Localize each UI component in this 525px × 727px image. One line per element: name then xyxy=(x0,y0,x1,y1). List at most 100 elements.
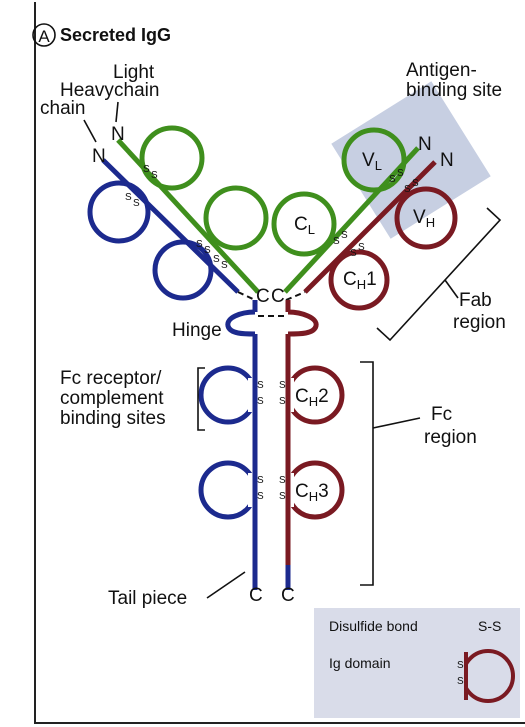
svg-text:S: S xyxy=(257,475,264,486)
svg-text:S: S xyxy=(279,396,286,407)
fab-pointer xyxy=(444,279,459,299)
svg-text:Fab: Fab xyxy=(459,290,492,311)
ch1-label: CH1 xyxy=(343,269,377,292)
right-cl-loop xyxy=(271,191,337,257)
hinge-label: Hinge xyxy=(172,320,222,341)
vl-label: VL xyxy=(362,150,382,173)
left-light-chain xyxy=(116,138,260,294)
svg-text:S: S xyxy=(257,380,264,391)
heavy-chain-pointer xyxy=(83,119,97,143)
svg-text:chain: chain xyxy=(40,98,85,119)
svg-text:S: S xyxy=(412,178,419,189)
svg-text:CH2: CH2 xyxy=(295,386,329,409)
svg-text:S: S xyxy=(279,475,286,486)
legend-ig-domain-label: Ig domain xyxy=(329,655,390,671)
left-ch1-loop xyxy=(152,239,214,301)
svg-text:region: region xyxy=(453,312,506,333)
hinge-loop-right xyxy=(287,309,319,337)
panel-title: Secreted IgG xyxy=(60,25,171,45)
svg-text:Fc receptor/: Fc receptor/ xyxy=(60,368,162,389)
svg-text:S: S xyxy=(196,239,203,250)
svg-text:S: S xyxy=(389,174,396,185)
svg-text:VL: VL xyxy=(362,150,382,173)
ch2-label: CH2 xyxy=(295,386,329,409)
svg-text:S: S xyxy=(143,164,150,175)
left-cl-loop xyxy=(203,185,269,251)
svg-text:complement: complement xyxy=(60,388,164,409)
left-vh-loop xyxy=(87,180,151,244)
svg-text:S: S xyxy=(341,230,348,241)
svg-text:S: S xyxy=(350,248,357,259)
cl-label: CL xyxy=(294,214,315,237)
svg-text:binding sites: binding sites xyxy=(60,408,166,429)
left-ch2-loop xyxy=(198,365,258,425)
svg-text:chain: chain xyxy=(114,80,159,101)
right-vl-loop xyxy=(341,127,407,193)
svg-text:S: S xyxy=(333,236,340,247)
svg-text:S: S xyxy=(257,491,264,502)
legend-disulfide-label: Disulfide bond xyxy=(329,618,418,634)
right-light-chain xyxy=(283,146,420,294)
antigen-binding-site-label: Antigen- binding site xyxy=(406,60,502,101)
tail-piece-label: Tail piece xyxy=(108,588,187,609)
svg-text:S: S xyxy=(358,242,365,253)
heavy-chain-c-right: C xyxy=(281,585,295,606)
heavy-chain-n-left: N xyxy=(92,146,106,167)
fc-receptor-label: Fc receptor/ complement binding sites xyxy=(60,368,166,429)
right-ch1-loop xyxy=(328,249,390,311)
panel-letter: A xyxy=(38,27,50,46)
right-heavy-chain xyxy=(303,160,437,294)
hinge-loop-left xyxy=(225,309,256,337)
heavy-chain-n-right: N xyxy=(440,150,454,171)
fc-bracket xyxy=(360,361,374,586)
disulfide-marks: SS SS SS SS SS SS SS SS SS SS SS SS xyxy=(125,164,419,502)
left-vl-loop xyxy=(139,125,205,191)
left-heavy-chain xyxy=(101,158,240,294)
legend-disulfide-symbol: S-S xyxy=(478,618,501,634)
svg-text:CH1: CH1 xyxy=(343,269,377,292)
svg-text:S: S xyxy=(213,254,220,265)
light-chain-c-right: C xyxy=(271,286,285,307)
svg-text:S: S xyxy=(397,168,404,179)
heavy-chain-c-left: C xyxy=(249,585,263,606)
svg-text:S: S xyxy=(257,396,264,407)
svg-text:S: S xyxy=(204,245,211,256)
fc-pointer xyxy=(372,417,421,429)
ch3-label: CH3 xyxy=(295,481,329,504)
light-chain-n-left: N xyxy=(111,124,125,145)
svg-text:S: S xyxy=(457,660,464,671)
svg-text:S: S xyxy=(125,192,132,203)
fab-region-label: Fab region xyxy=(453,290,506,333)
light-chain-n-right: N xyxy=(418,134,432,155)
fc-region-label: Fc region xyxy=(424,404,477,448)
svg-text:Fc: Fc xyxy=(431,404,452,425)
svg-text:S: S xyxy=(151,170,158,181)
heavy-chain-label: Heavy chain xyxy=(40,80,114,119)
light-chain-c-left: C xyxy=(256,286,270,307)
right-vh-loop xyxy=(394,186,458,250)
figure-frame xyxy=(34,2,525,724)
svg-text:S: S xyxy=(404,184,411,195)
svg-text:S: S xyxy=(279,380,286,391)
svg-text:S: S xyxy=(133,198,140,209)
svg-text:region: region xyxy=(424,427,477,448)
light-chain-pointer xyxy=(115,101,119,123)
legend-ig-domain-icon: S S xyxy=(456,649,515,703)
svg-text:S: S xyxy=(457,676,464,687)
svg-text:binding site: binding site xyxy=(406,80,502,101)
svg-text:Light: Light xyxy=(113,62,155,83)
light-chain-label: Light chain xyxy=(113,62,159,101)
svg-text:Antigen-: Antigen- xyxy=(406,60,477,81)
tail-piece-pointer xyxy=(206,571,246,599)
fc-receptor-bracket xyxy=(197,367,205,431)
vh-label: VH xyxy=(413,207,435,230)
svg-text:CL: CL xyxy=(294,214,315,237)
svg-text:S: S xyxy=(221,260,228,271)
panel-letter-circle xyxy=(32,23,56,47)
svg-text:S: S xyxy=(279,491,286,502)
svg-text:CH3: CH3 xyxy=(295,481,329,504)
svg-text:VH: VH xyxy=(413,207,435,230)
svg-text:Heavy: Heavy xyxy=(60,80,114,101)
left-ch3-loop xyxy=(198,460,258,520)
